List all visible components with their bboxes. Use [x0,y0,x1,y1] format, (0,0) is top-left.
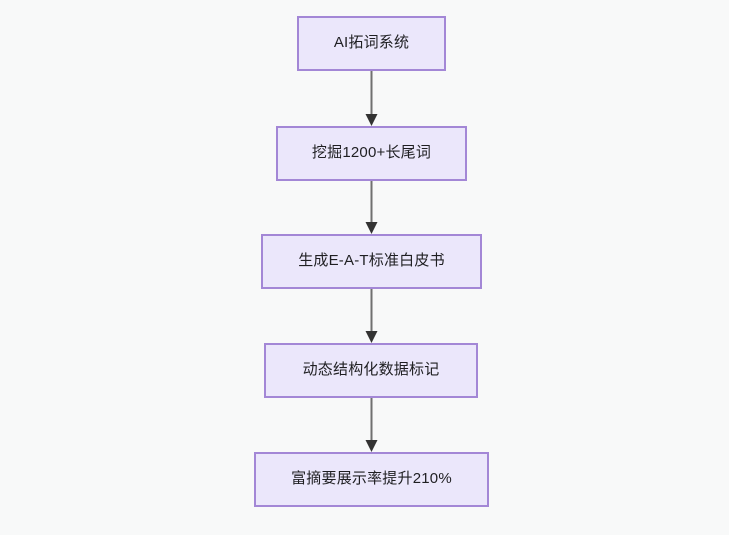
flow-node-label: 富摘要展示率提升210% [291,470,452,488]
flow-node-label: 挖掘1200+长尾词 [311,144,432,162]
flow-node-label: 动态结构化数据标记 [302,361,440,379]
edge-n1-n2 [365,71,378,126]
flow-node-rich-snippet-rate-increase[interactable]: 富摘要展示率提升210% [254,452,489,507]
flow-node-mine-longtail-keywords[interactable]: 挖掘1200+长尾词 [276,126,467,181]
flow-node-label: 生成E-A-T标准白皮书 [298,252,445,270]
flow-node-ai-keyword-system[interactable]: AI拓词系统 [297,16,446,71]
flow-node-dynamic-structured-data-markup[interactable]: 动态结构化数据标记 [264,343,478,398]
flow-node-generate-eat-whitepaper[interactable]: 生成E-A-T标准白皮书 [261,234,482,289]
edge-n3-n4 [365,289,378,343]
edge-n2-n3 [365,181,378,234]
edge-n4-n5 [365,398,378,452]
flow-node-label: AI拓词系统 [333,34,410,52]
